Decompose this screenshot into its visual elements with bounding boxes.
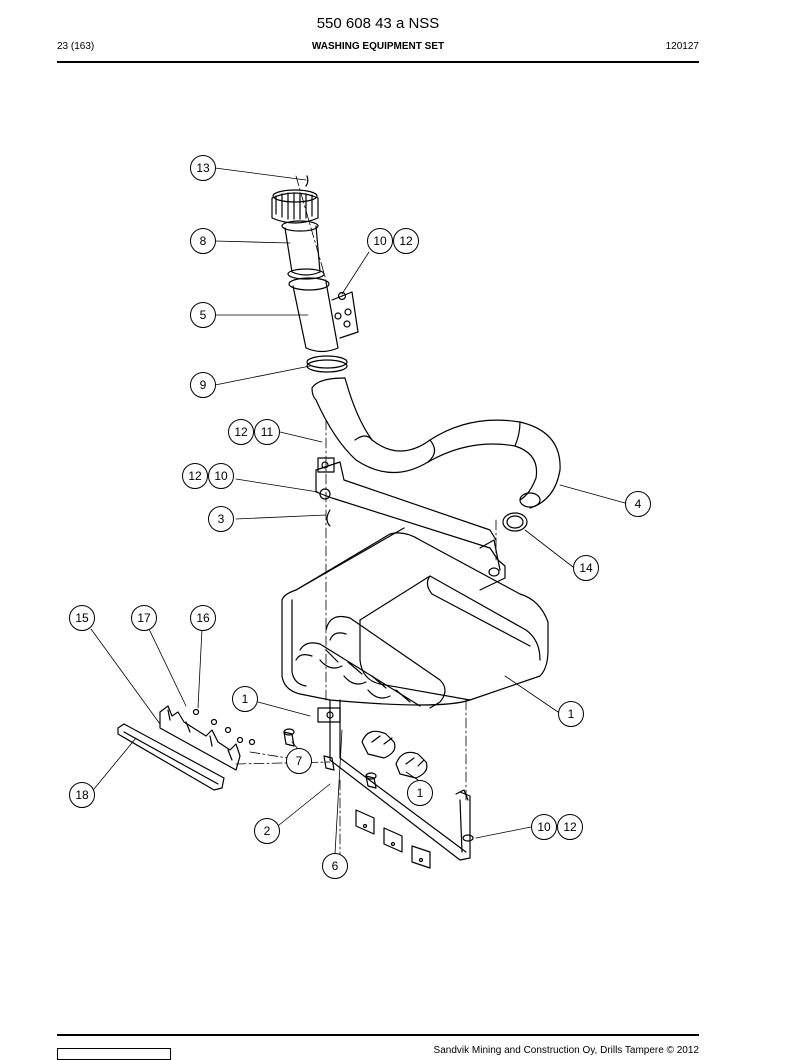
footer-copyright: Sandvik Mining and Construction Oy, Dril… xyxy=(433,1045,699,1056)
water-tank xyxy=(281,532,549,706)
callout-12: 12 xyxy=(182,463,208,489)
svg-text:10: 10 xyxy=(214,469,228,483)
svg-text:6: 6 xyxy=(332,859,339,873)
svg-text:14: 14 xyxy=(579,561,593,575)
svg-text:10: 10 xyxy=(537,820,551,834)
callout-1: 1 xyxy=(407,780,433,806)
page-reference: 23 (163) xyxy=(57,41,95,52)
mounting-bracket xyxy=(329,699,471,861)
svg-text:2: 2 xyxy=(264,824,271,838)
callout-18: 18 xyxy=(69,782,95,808)
document-number: 550 608 43 a NSS xyxy=(316,15,440,32)
svg-text:12: 12 xyxy=(234,425,248,439)
callout-12: 12 xyxy=(557,814,583,840)
header-divider xyxy=(57,61,699,63)
callout-10: 10 xyxy=(367,228,393,254)
callout-15: 15 xyxy=(69,605,95,631)
svg-text:4: 4 xyxy=(635,497,642,511)
callout-4: 4 xyxy=(625,491,651,517)
callout-3: 3 xyxy=(208,506,234,532)
callout-2: 2 xyxy=(254,818,280,844)
callout-labels: 13 8 10 12 5 9 12 11 12 10 3 4 14 15 17 … xyxy=(69,155,651,879)
svg-text:12: 12 xyxy=(399,234,413,248)
callout-7: 7 xyxy=(286,748,312,774)
callout-5: 5 xyxy=(190,302,216,328)
svg-text:10: 10 xyxy=(373,234,387,248)
svg-text:9: 9 xyxy=(200,378,207,392)
footer-divider xyxy=(57,1034,699,1036)
callout-14: 14 xyxy=(573,555,599,581)
document-date: 120127 xyxy=(665,41,699,52)
tank-lid xyxy=(315,469,506,591)
callout-10: 10 xyxy=(531,814,557,840)
filter-tube xyxy=(284,225,321,276)
svg-text:8: 8 xyxy=(200,234,207,248)
svg-text:11: 11 xyxy=(261,425,274,439)
svg-text:12: 12 xyxy=(188,469,202,483)
brand-logo xyxy=(57,1048,171,1060)
svg-text:12: 12 xyxy=(563,820,577,834)
hose xyxy=(311,377,561,509)
callout-8: 8 xyxy=(190,228,216,254)
filler-cap xyxy=(271,192,319,224)
callout-9: 9 xyxy=(190,372,216,398)
callout-11: 11 xyxy=(254,419,280,445)
callout-12: 12 xyxy=(393,228,419,254)
clamp-strip xyxy=(159,705,241,771)
svg-text:5: 5 xyxy=(200,308,207,322)
svg-text:1: 1 xyxy=(417,786,424,800)
callout-17: 17 xyxy=(131,605,157,631)
svg-text:17: 17 xyxy=(137,611,151,625)
svg-text:7: 7 xyxy=(296,754,303,768)
filler-neck xyxy=(292,281,339,353)
svg-text:13: 13 xyxy=(196,161,210,175)
callout-1: 1 xyxy=(232,686,258,712)
svg-text:16: 16 xyxy=(196,611,210,625)
callout-6: 6 xyxy=(322,853,348,879)
page-title: WASHING EQUIPMENT SET xyxy=(311,41,445,52)
callout-13: 13 xyxy=(190,155,216,181)
svg-text:18: 18 xyxy=(75,788,89,802)
svg-text:15: 15 xyxy=(75,611,89,625)
svg-text:1: 1 xyxy=(568,707,575,721)
callout-10: 10 xyxy=(208,463,234,489)
callout-16: 16 xyxy=(190,605,216,631)
callout-12: 12 xyxy=(228,419,254,445)
callout-1: 1 xyxy=(558,701,584,727)
svg-text:3: 3 xyxy=(218,512,225,526)
svg-text:1: 1 xyxy=(242,692,249,706)
mounting-rail xyxy=(117,723,225,791)
